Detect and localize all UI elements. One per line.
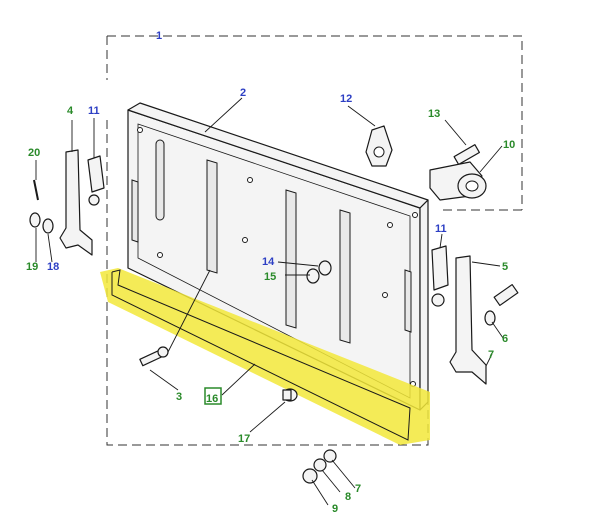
callout-2: 2 [240,87,246,99]
callout-11-left: 11 [88,105,100,117]
nuts-14-15 [306,260,332,284]
leader-lines [35,97,504,506]
callout-1: 1 [156,30,162,42]
tailgate-panel [127,102,429,411]
callout-16-box [204,387,222,405]
callout-20: 20 [28,147,40,159]
callout-4: 4 [67,105,74,117]
callout-15: 15 [264,271,276,283]
left-fasteners [29,179,54,234]
callout-7-bottom: 7 [355,483,361,495]
callout-9: 9 [332,503,338,515]
right-hinge-5 [449,255,487,385]
callout-16: 16 [206,393,218,405]
callout-12: 12 [340,93,352,105]
bottom-fasteners [302,449,337,484]
callout-3: 3 [176,391,182,403]
bracket-12 [365,125,393,167]
callout-10: 10 [503,139,515,151]
callout-17: 17 [238,433,250,445]
callout-6: 6 [502,333,508,345]
bolt-13 [453,144,480,166]
eye-bracket-10 [429,161,487,201]
callout-18: 18 [47,261,59,273]
left-hinge-4 [59,149,93,256]
callout-14: 14 [262,256,275,268]
callout-11-right: 11 [435,223,447,235]
right-bracket-11 [431,245,449,307]
callout-5: 5 [502,261,508,273]
callout-8: 8 [345,491,351,503]
stud-17 [282,388,298,402]
left-bracket-11 [87,155,105,206]
highlighted-seal-strip [100,268,430,445]
callout-13: 13 [428,108,440,120]
bolt-3 [139,346,169,367]
assembly-outline [106,35,523,446]
callout-19: 19 [26,261,38,273]
callout-7-right: 7 [488,349,494,361]
right-fasteners [484,283,519,326]
